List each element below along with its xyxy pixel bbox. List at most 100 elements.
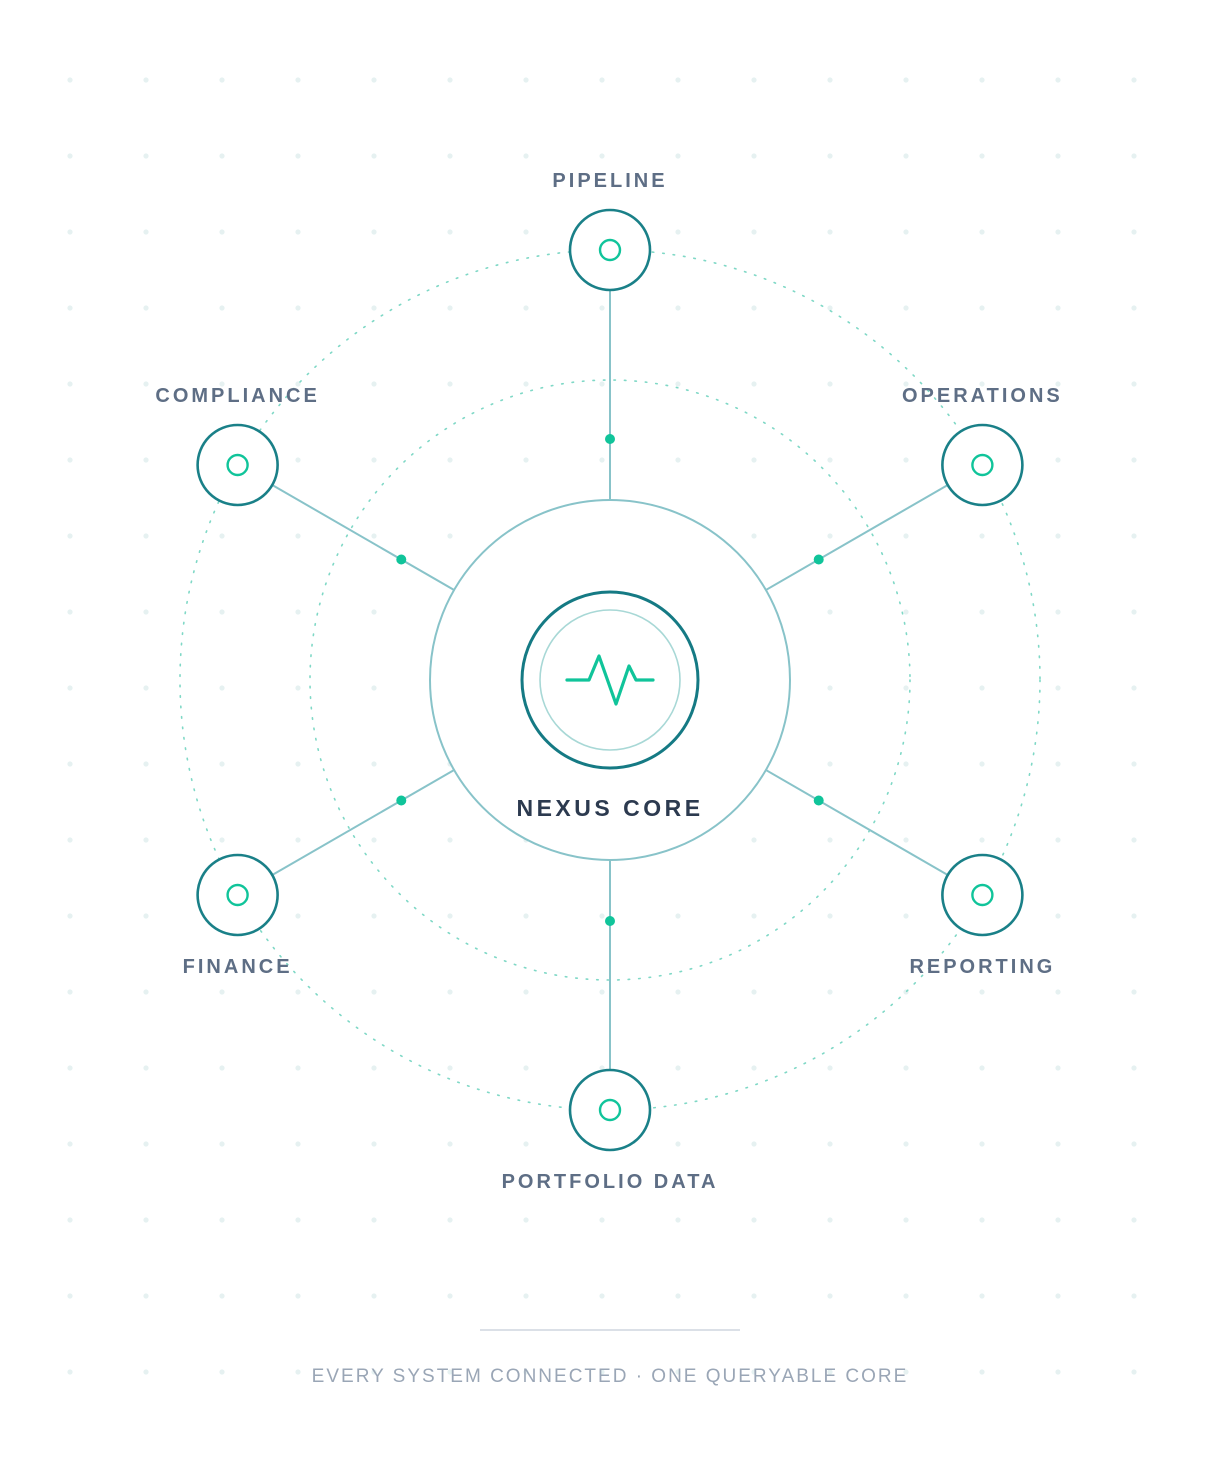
grid-dot: [295, 989, 301, 995]
grid-dot: [827, 609, 833, 615]
grid-dot: [903, 609, 909, 615]
grid-dot: [675, 1141, 681, 1147]
grid-dot: [371, 1141, 377, 1147]
grid-dot: [295, 1369, 301, 1375]
grid-dot: [979, 609, 985, 615]
grid-dot: [827, 153, 833, 159]
grid-dot: [219, 229, 225, 235]
ring-icon: [598, 1098, 622, 1122]
grid-dot: [827, 1217, 833, 1223]
grid-dot: [295, 837, 301, 843]
grid-dot: [143, 229, 149, 235]
node-operations[interactable]: OPERATIONS: [902, 385, 1063, 507]
grid-dot: [67, 1141, 73, 1147]
grid-dot: [827, 533, 833, 539]
grid-dot: [143, 1293, 149, 1299]
core-outer-ring: [520, 590, 700, 770]
grid-dot: [903, 1141, 909, 1147]
grid-dot: [447, 989, 453, 995]
grid-dot: [1055, 1065, 1061, 1071]
grid-dot: [1131, 1293, 1137, 1299]
grid-dot: [523, 229, 529, 235]
grid-dot: [1055, 305, 1061, 311]
grid-dot: [67, 761, 73, 767]
grid-dot: [295, 1293, 301, 1299]
grid-dot: [599, 913, 605, 919]
grid-dot: [371, 533, 377, 539]
connector-dot-pipeline: [605, 434, 615, 444]
grid-dot: [599, 989, 605, 995]
grid-dot: [371, 305, 377, 311]
grid-dot: [447, 533, 453, 539]
grid-dot: [371, 989, 377, 995]
grid-dot: [447, 381, 453, 387]
node-portfolio-data[interactable]: PORTFOLIO DATA: [502, 1068, 719, 1193]
grid-dot: [143, 837, 149, 843]
grid-dot: [1131, 381, 1137, 387]
grid-dot: [599, 457, 605, 463]
grid-dot: [371, 77, 377, 83]
grid-dot: [219, 305, 225, 311]
grid-dot: [903, 1217, 909, 1223]
grid-dot: [371, 381, 377, 387]
inner-orbit: [309, 379, 911, 981]
node-compliance[interactable]: COMPLIANCE: [155, 385, 319, 507]
grid-dot: [219, 1065, 225, 1071]
grid-dot: [1131, 457, 1137, 463]
grid-dot: [827, 77, 833, 83]
grid-dot: [523, 989, 529, 995]
grid-dot: [523, 305, 529, 311]
grid-dot: [1131, 77, 1137, 83]
grid-dot: [523, 913, 529, 919]
grid-dot: [295, 1141, 301, 1147]
footer: EVERY SYSTEM CONNECTED · ONE QUERYABLE C…: [312, 1329, 906, 1387]
grid-dot: [67, 685, 73, 691]
grid-dot: [1131, 761, 1137, 767]
connector-dot-reporting: [813, 795, 824, 806]
grid-dot: [1131, 913, 1137, 919]
grid-dot: [1131, 153, 1137, 159]
grid-dot: [67, 153, 73, 159]
grid-dot: [67, 837, 73, 843]
node-label-operations: OPERATIONS: [902, 385, 1063, 407]
grid-dot: [599, 381, 605, 387]
grid-dot: [979, 229, 985, 235]
grid-dot: [979, 989, 985, 995]
node-finance[interactable]: FINANCE: [183, 853, 293, 978]
grid-dot: [219, 77, 225, 83]
grid-dot: [143, 761, 149, 767]
grid-dot: [751, 533, 757, 539]
grid-dot: [1131, 1065, 1137, 1071]
grid-dot: [447, 305, 453, 311]
grid-dot: [295, 1065, 301, 1071]
grid-dot: [827, 1141, 833, 1147]
grid-dot: [1055, 685, 1061, 691]
grid-dot: [523, 1065, 529, 1071]
grid-dot: [219, 989, 225, 995]
grid-dot: [903, 1293, 909, 1299]
grid-dot: [143, 1065, 149, 1071]
grid-dot: [675, 457, 681, 463]
grid-dot: [599, 77, 605, 83]
node-reporting[interactable]: REPORTING: [909, 853, 1055, 978]
grid-dot: [751, 989, 757, 995]
grid-dot: [295, 305, 301, 311]
grid-dot: [523, 77, 529, 83]
grid-dot: [599, 1369, 605, 1375]
grid-dot: [67, 1217, 73, 1223]
grid-dot: [143, 457, 149, 463]
node-pipeline[interactable]: PIPELINE: [552, 170, 667, 292]
grid-dot: [295, 77, 301, 83]
node-ring: [568, 208, 652, 292]
nexus-core[interactable]: NEXUS CORE: [429, 499, 791, 861]
grid-dot: [827, 989, 833, 995]
grid-dot: [1055, 761, 1061, 767]
grid-dot: [523, 153, 529, 159]
grid-dot: [371, 1217, 377, 1223]
grid-dot: [295, 685, 301, 691]
grid-dot: [67, 1369, 73, 1375]
grid-dot: [371, 685, 377, 691]
grid-dot: [295, 609, 301, 615]
grid-dot: [675, 229, 681, 235]
grid-dot: [979, 1369, 985, 1375]
